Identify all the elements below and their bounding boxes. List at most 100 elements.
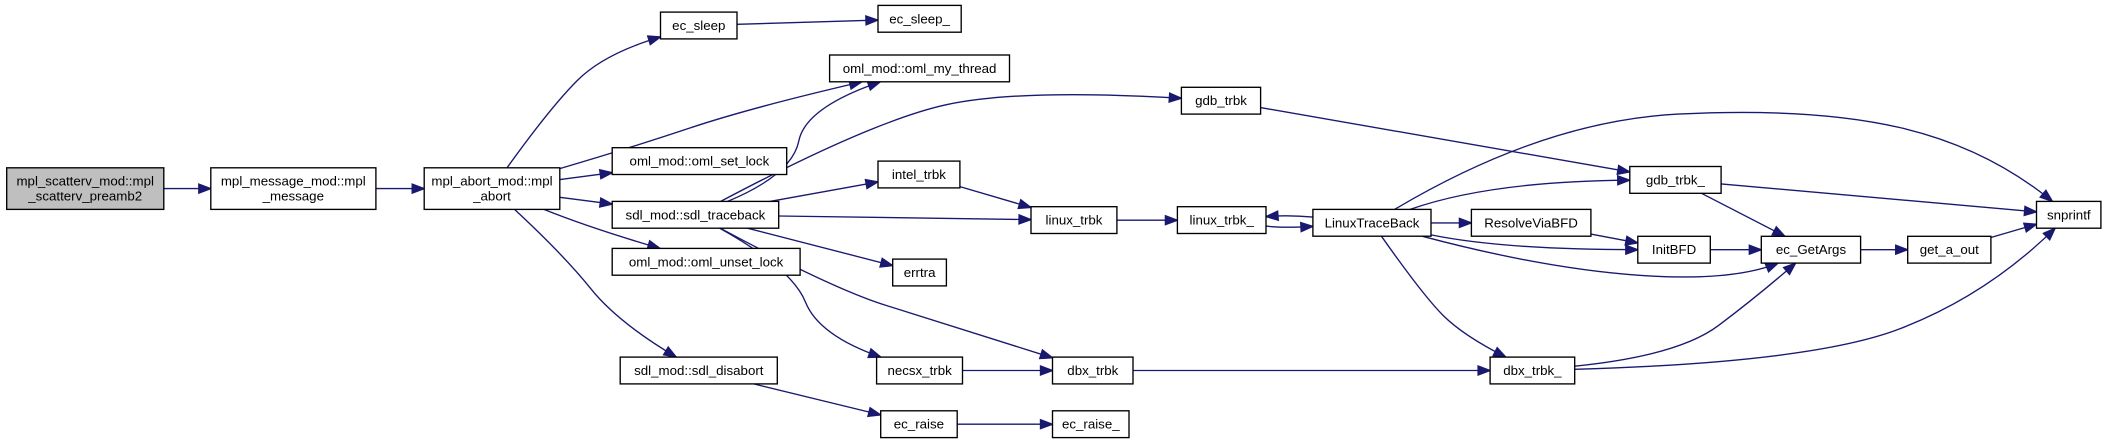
edge-line xyxy=(778,215,1032,221)
edge-line xyxy=(1574,262,1797,367)
edge-line xyxy=(1394,111,2053,210)
node-label: necsx_trbk xyxy=(887,363,952,378)
arrowhead-icon xyxy=(864,178,880,190)
node-label: linux_trbk xyxy=(1046,213,1103,228)
node-box xyxy=(828,54,1011,83)
arrowhead-icon xyxy=(1038,348,1055,360)
edge-line xyxy=(727,81,881,203)
arrowhead-icon xyxy=(1164,214,1180,226)
node-box xyxy=(611,247,801,276)
node-box xyxy=(880,410,958,439)
node-label: sdl_mod::sdl_traceback xyxy=(626,207,766,222)
node-box xyxy=(1629,165,1722,194)
node-linuxtraceback[interactable]: LinuxTraceBack xyxy=(1312,208,1432,237)
node-label: get_a_out xyxy=(1920,242,1979,257)
edge-mpl_abort-to-sdl_traceback xyxy=(559,196,615,208)
node-box xyxy=(1760,235,1862,264)
node-label: oml_mod::oml_my_thread xyxy=(843,61,997,76)
node-linux-trbk[interactable]: linux_trbk xyxy=(1030,206,1118,235)
node-label: _scatterv_preamb2 xyxy=(27,189,142,204)
node-label: gdb_trbk xyxy=(1195,93,1247,108)
node-dbx-trbk-[interactable]: dbx_trbk_ xyxy=(1489,356,1576,385)
node-label: _message xyxy=(262,189,324,204)
arrowhead-icon xyxy=(1624,235,1640,246)
node-ec-raise-[interactable]: ec_raise_ xyxy=(1051,410,1130,439)
arrowhead-icon xyxy=(1264,210,1280,222)
node-necsx-trbk[interactable]: necsx_trbk xyxy=(875,356,964,385)
node-label: errtra xyxy=(904,265,936,280)
node-label: intel_trbk xyxy=(892,167,946,182)
node-ec-sleep[interactable]: ec_sleep xyxy=(659,11,738,40)
arrowhead-icon xyxy=(2042,226,2057,241)
arrowhead-icon xyxy=(1492,346,1508,358)
node-linux-trbk-[interactable]: linux_trbk_ xyxy=(1176,206,1267,235)
node-label: ec_GetArgs xyxy=(1776,242,1847,257)
arrowhead-icon xyxy=(1017,198,1033,210)
arrowhead-icon xyxy=(1168,92,1184,104)
edge-ResolveViaBFD-to-InitBFD xyxy=(1590,233,1640,246)
edge-line xyxy=(559,81,862,170)
node-sdl-disabort[interactable]: sdl_mod::sdl_disabort xyxy=(619,356,778,385)
node-label: snprintf xyxy=(2047,207,2091,222)
node-label: ResolveViaBFD xyxy=(1484,215,1578,230)
node-intel-trbk[interactable]: intel_trbk xyxy=(877,160,961,189)
node-box xyxy=(1051,410,1130,439)
node-layer: mpl_scatterv_mod::mpl_scatterv_preamb2mp… xyxy=(6,4,2102,439)
node-gdb-trbk-[interactable]: gdb_trbk_ xyxy=(1629,165,1722,194)
edge-line xyxy=(719,227,1053,359)
edge-line xyxy=(1721,183,2037,213)
arrowhead-icon xyxy=(1748,244,1764,256)
edge-line xyxy=(514,208,677,358)
edge-mpl_message-to-mpl_abort xyxy=(375,183,427,195)
node-snprintf[interactable]: snprintf xyxy=(2035,200,2102,229)
node-gdb-trbk[interactable]: gdb_trbk xyxy=(1180,86,1262,115)
arrowhead-icon xyxy=(866,80,883,92)
node-oml-set-lock[interactable]: oml_mod::oml_set_lock xyxy=(611,147,788,176)
node-mpl-scatterv-preamb2[interactable]: mpl_scatterv_mod::mpl_scatterv_preamb2 xyxy=(6,167,165,211)
node-initbfd[interactable]: InitBFD xyxy=(1637,235,1711,264)
node-box xyxy=(423,167,561,211)
node-mpl-abort[interactable]: mpl_abort_mod::mpl_abort xyxy=(423,167,561,211)
edge-LinuxTraceBack-to-InitBFD xyxy=(1430,234,1640,256)
node-ec-raise[interactable]: ec_raise xyxy=(880,410,958,439)
node-box xyxy=(611,147,788,176)
node-sdl-traceback[interactable]: sdl_mod::sdl_traceback xyxy=(611,200,780,229)
edge-line xyxy=(1430,234,1638,251)
node-oml-unset-lock[interactable]: oml_mod::oml_unset_lock xyxy=(611,247,801,276)
edge-sdl_traceback-to-linux_trbk xyxy=(778,213,1033,225)
node-label: ec_raise_ xyxy=(1062,417,1120,432)
node-get-a-out[interactable]: get_a_out xyxy=(1907,235,1992,264)
node-dbx-trbk[interactable]: dbx_trbk xyxy=(1051,356,1134,385)
arrowhead-icon xyxy=(1616,164,1632,176)
node-resolveviabfd[interactable]: ResolveViaBFD xyxy=(1470,208,1592,237)
node-box xyxy=(1470,208,1592,237)
edge-sdl_traceback-to-intel_trbk xyxy=(769,178,880,203)
edge-mpl_abort-to-sdl_disabort xyxy=(514,208,678,359)
edge-line xyxy=(543,208,661,250)
node-ec-sleep-[interactable]: ec_sleep_ xyxy=(877,4,962,33)
node-oml-my-thread[interactable]: oml_mod::oml_my_thread xyxy=(828,54,1011,83)
arrowhead-icon xyxy=(865,14,880,26)
node-mpl-message[interactable]: mpl_message_mod::mpl_message xyxy=(210,167,377,211)
arrowhead-icon xyxy=(411,183,427,195)
node-label: ec_raise xyxy=(894,417,944,432)
arrowhead-icon xyxy=(646,35,663,46)
node-box xyxy=(611,200,780,229)
arrowhead-icon xyxy=(1018,213,1033,225)
node-ec-getargs[interactable]: ec_GetArgs xyxy=(1760,235,1862,264)
node-box xyxy=(875,356,964,385)
edge-LinuxTraceBack-to-dbx_trbk_ xyxy=(1380,235,1508,358)
arrowhead-icon xyxy=(1764,262,1780,273)
arrowhead-icon xyxy=(1782,261,1798,276)
edge-necsx_trbk-to-dbx_trbk xyxy=(962,365,1055,376)
node-label: dbx_trbk xyxy=(1067,363,1118,378)
arrowhead-icon xyxy=(1617,174,1632,186)
node-box xyxy=(1176,206,1267,235)
node-errtra[interactable]: errtra xyxy=(892,258,948,287)
node-label: mpl_scatterv_mod::mpl xyxy=(16,174,153,189)
arrowhead-icon xyxy=(2023,205,2039,217)
edge-line xyxy=(1574,227,2056,370)
arrowhead-icon xyxy=(598,168,615,180)
node-label: mpl_abort_mod::mpl xyxy=(431,174,552,189)
